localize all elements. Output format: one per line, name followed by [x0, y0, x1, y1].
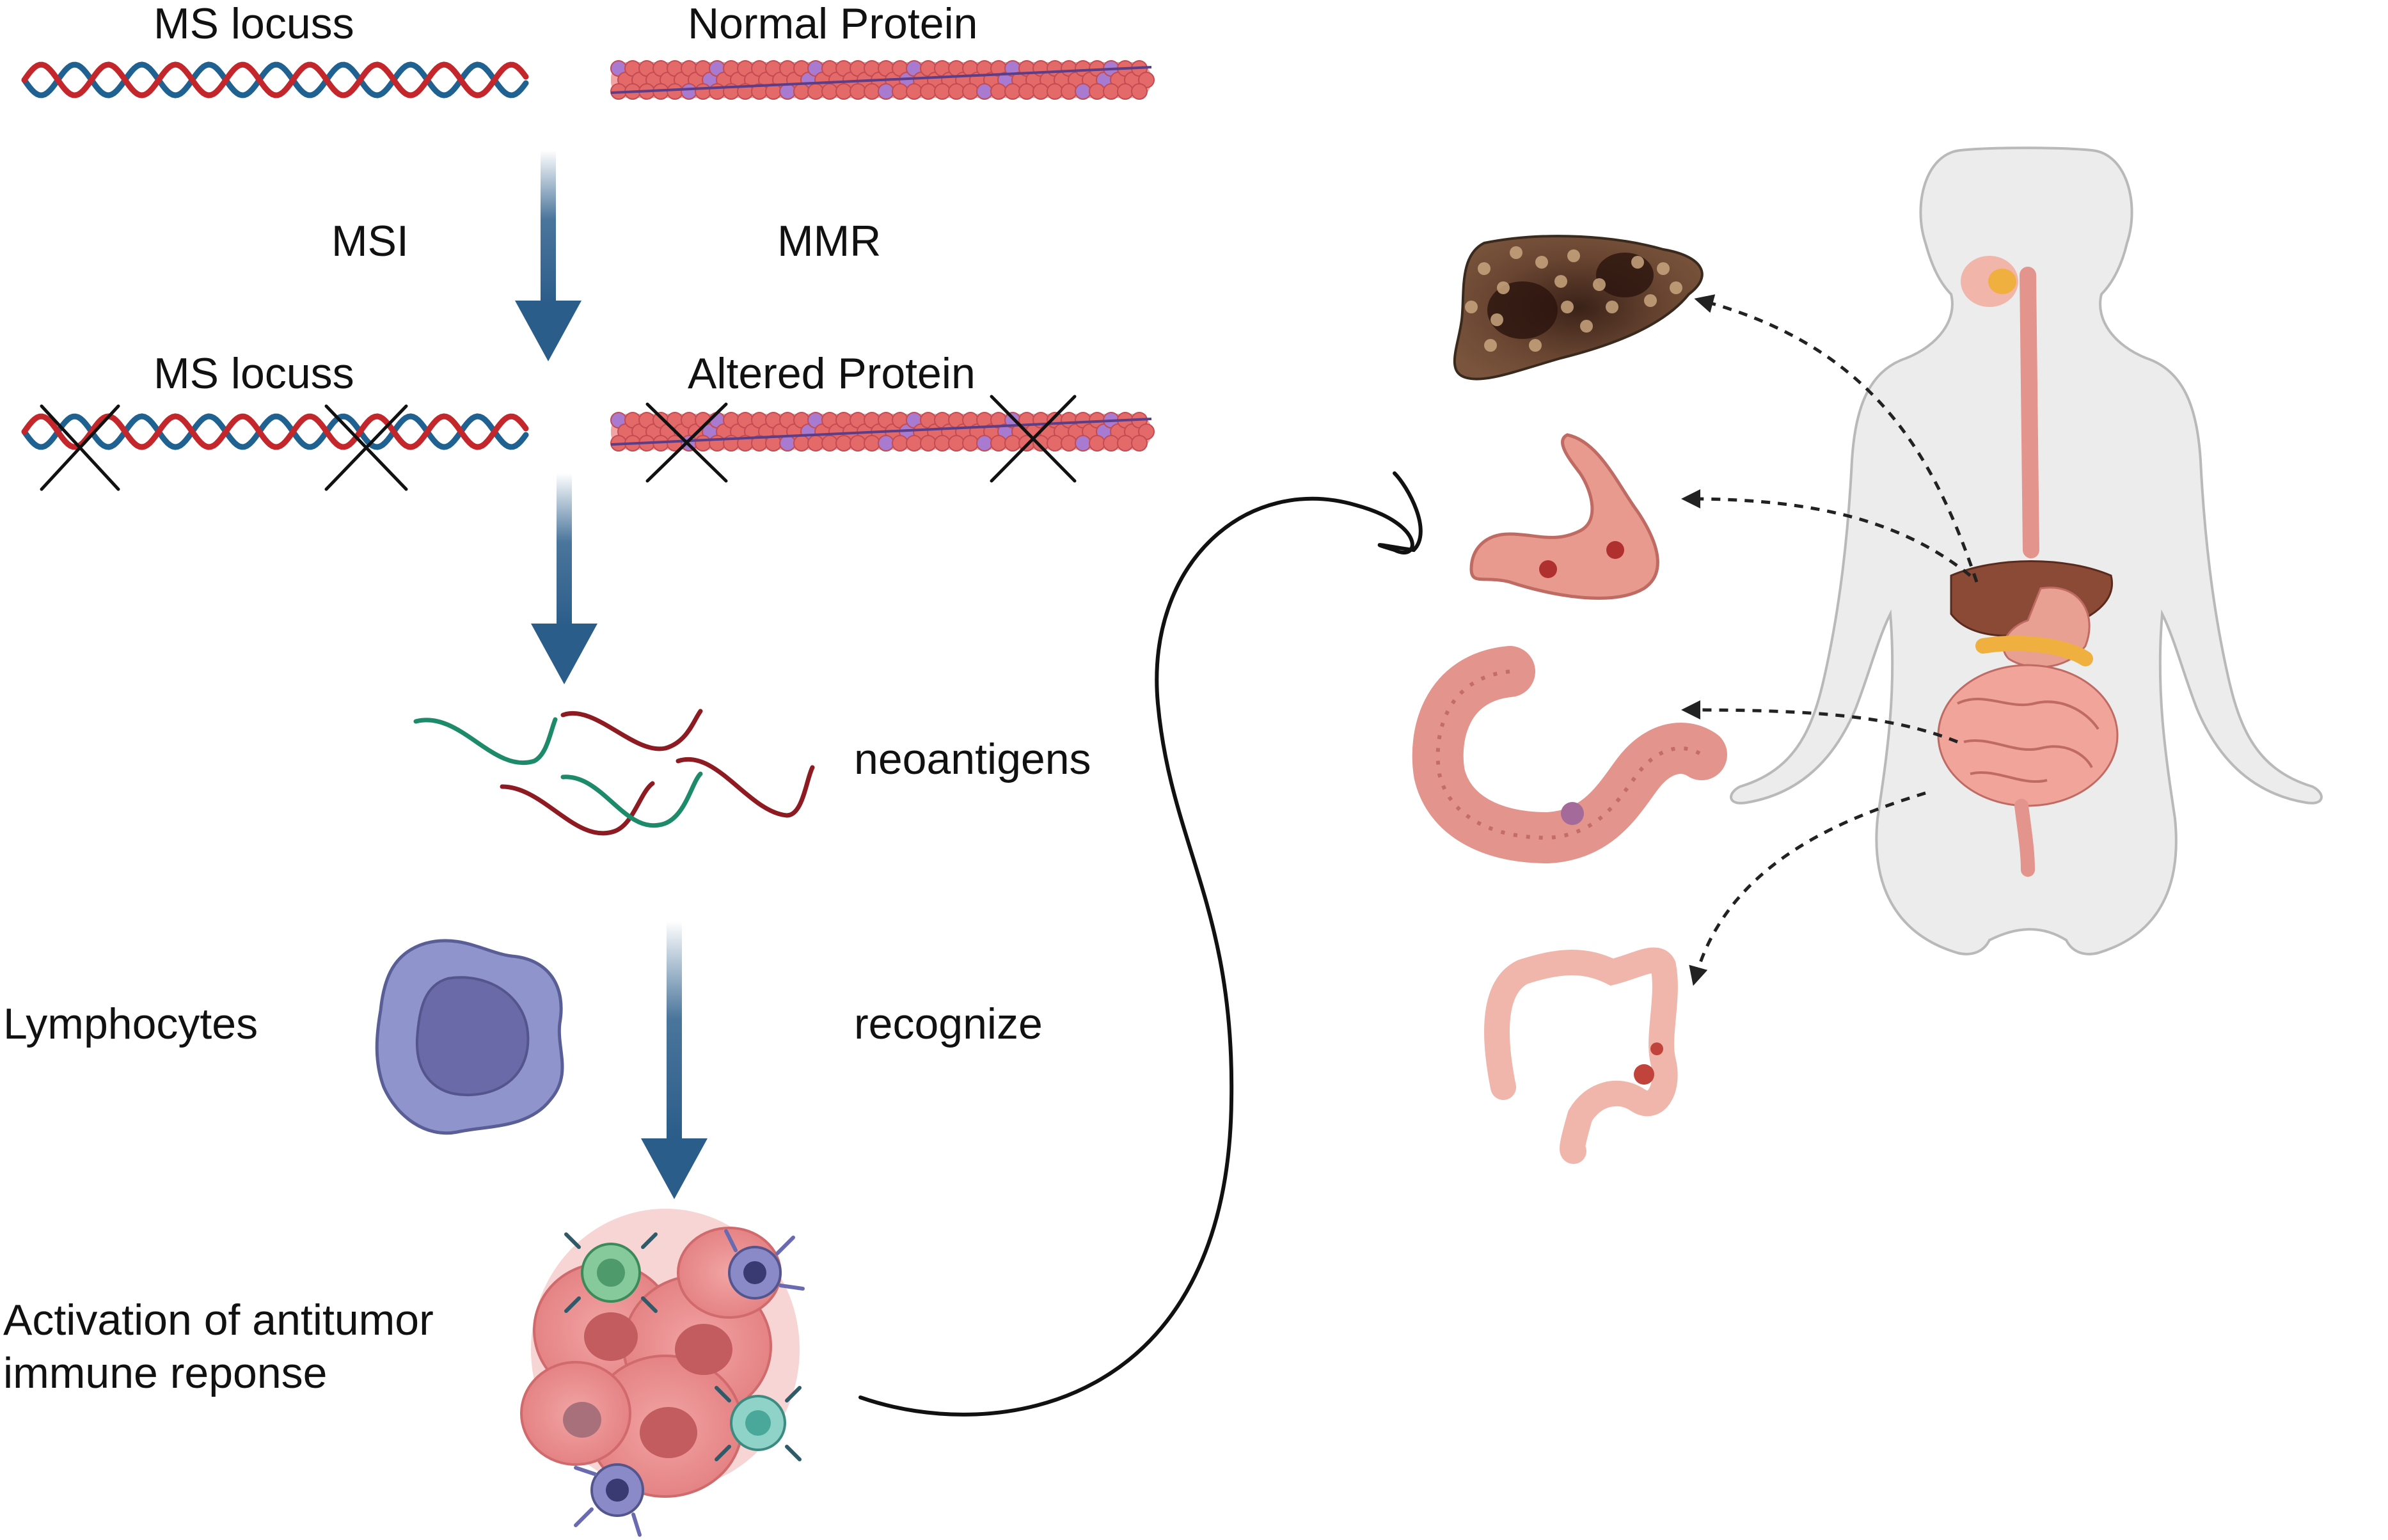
dna-helix-icon	[21, 61, 529, 98]
activation-label-line1: Activation of antitumor	[3, 1296, 434, 1344]
connector-curve	[858, 471, 1423, 1417]
normal-protein-label: Normal Protein	[688, 0, 978, 48]
recognize-label: recognize	[854, 1000, 1043, 1048]
ms-locus-mid-label: MS locuss	[154, 349, 354, 398]
dna-helix-icon	[21, 413, 529, 450]
tumor-cluster-icon	[520, 1209, 805, 1537]
protein-fiber-icon	[610, 412, 1155, 452]
flow-arrow-2	[531, 473, 597, 684]
lymphocytes-label: Lymphocytes	[3, 1000, 258, 1048]
altered-protein-label: Altered Protein	[688, 349, 976, 398]
flow-arrow-1	[515, 150, 581, 361]
human-body-icon	[1730, 146, 2323, 955]
flow-arrow-3	[641, 921, 708, 1199]
ms-locus-top-label: MS locuss	[154, 0, 354, 48]
mmr-label: MMR	[777, 217, 882, 265]
protein-fiber-icon	[610, 60, 1155, 100]
mutation-cross-icon	[40, 395, 1077, 491]
small-intestine-icon	[1412, 646, 1727, 864]
msi-label: MSI	[331, 217, 409, 265]
neoantigens-label: neoantigens	[854, 735, 1091, 783]
activation-label-line2: immune reponse	[3, 1349, 328, 1397]
liver-icon	[1453, 235, 1704, 381]
lymphocyte-icon	[375, 939, 564, 1135]
colon-icon	[1484, 947, 1678, 1164]
neoantigen-strands-icon	[413, 709, 815, 836]
dotted-arrows	[1681, 294, 1979, 986]
stomach-icon	[1469, 433, 1659, 600]
